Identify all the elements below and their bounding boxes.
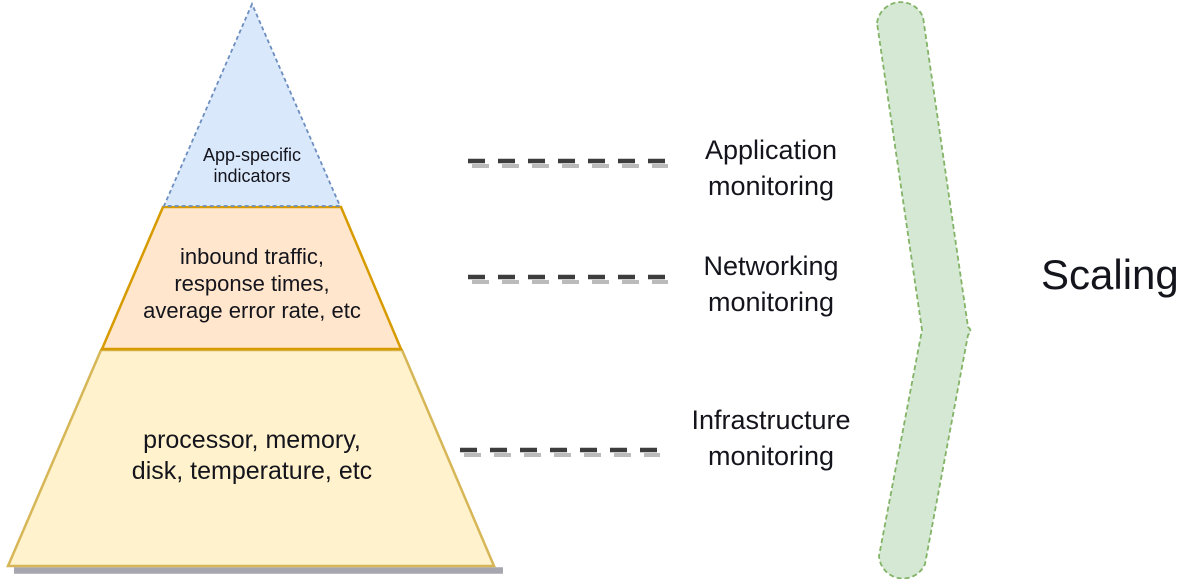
infrastructure-monitoring-label: Infrastructure monitoring [691,405,851,471]
infrastructure-dash-line [460,447,660,457]
tier-app-specific-label: App-specific indicators [202,145,302,186]
tier-networking-label: inbound traffic, response times, average… [143,244,361,323]
networking-monitoring-label: Networking monitoring [703,251,839,317]
scaling-bracket [876,1,972,579]
scaling-label: Scaling [1041,251,1179,298]
networking-dash-line [468,274,668,284]
tier-infrastructure-label: processor, memory, disk, temperature, et… [131,426,373,485]
pyramid-tier-app-specific [162,1,342,207]
application-monitoring-label: Application monitoring [704,135,838,201]
application-dash-line [468,158,668,168]
pyramid-tier-networking [100,205,403,351]
